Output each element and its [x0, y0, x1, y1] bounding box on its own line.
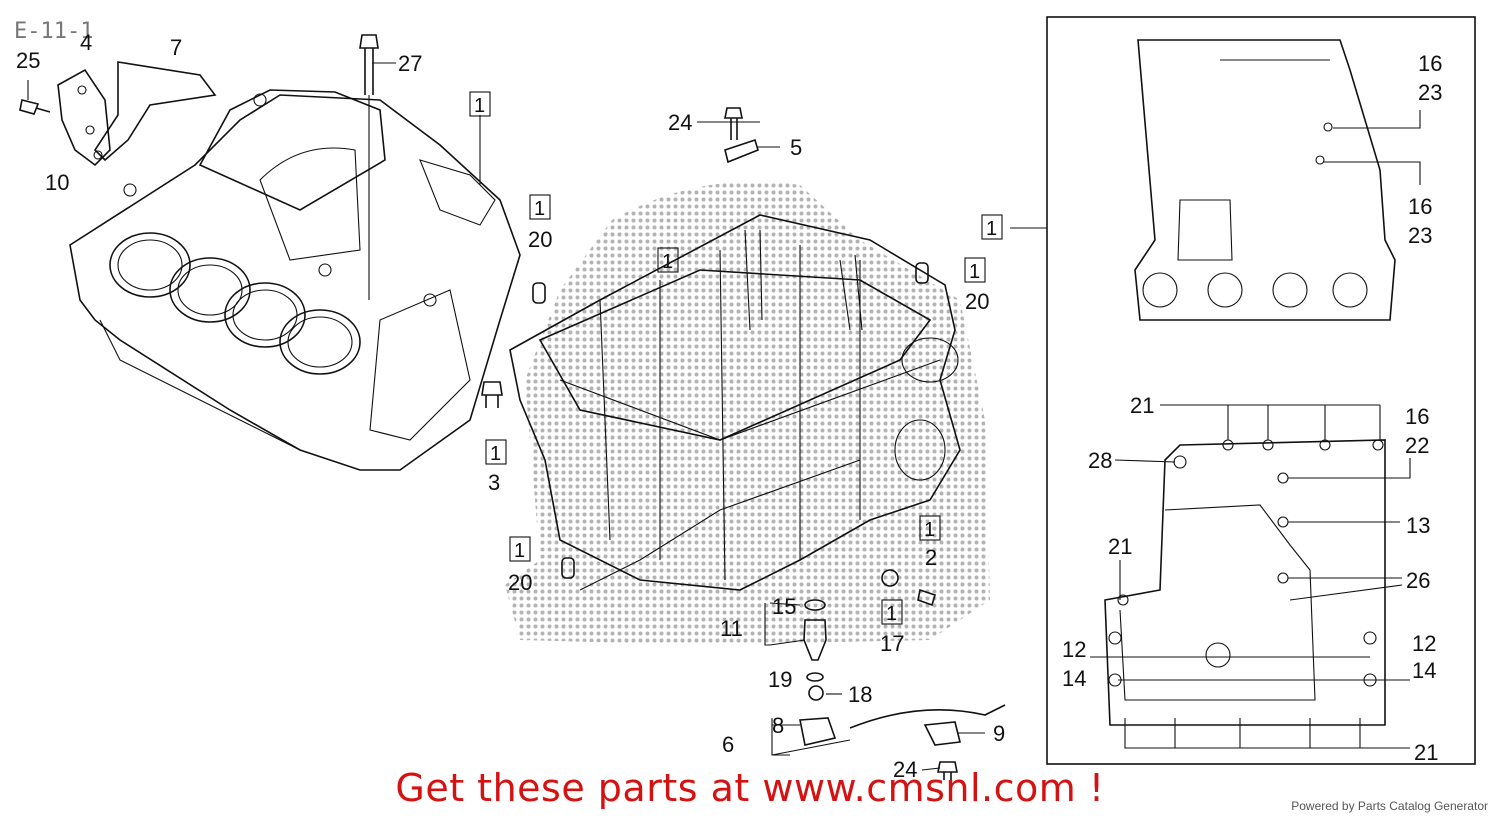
callout-20b: 20 [965, 289, 989, 314]
breather-gasket [93, 61, 217, 162]
dowel-pin-20a [532, 282, 546, 304]
leader-lines [27, 62, 1421, 771]
reference-box-1e: 1 [981, 214, 1003, 240]
callout-12b: 12 [1412, 631, 1436, 656]
ref-label: 1 [924, 519, 935, 541]
crankcase [509, 214, 961, 591]
callout-14a: 14 [1062, 666, 1086, 691]
callout-21a: 21 [1130, 393, 1154, 418]
callout-9: 9 [993, 721, 1005, 746]
callout-22: 22 [1405, 433, 1429, 458]
callout-6: 6 [722, 732, 734, 757]
washer-15 [804, 599, 826, 611]
plate-5 [724, 138, 759, 164]
callout-12a: 12 [1062, 637, 1086, 662]
stud-24 [724, 107, 743, 140]
ref-label: 1 [662, 251, 673, 273]
callout-7: 7 [170, 35, 182, 60]
engine-bracket [57, 68, 111, 167]
cable-6 [849, 704, 1006, 729]
callout-15: 15 [772, 594, 796, 619]
long-bolt [359, 34, 379, 300]
reference-panel [1046, 16, 1476, 765]
callout-16a: 16 [1418, 51, 1442, 76]
clamp-9 [923, 721, 961, 746]
callout-8: 8 [772, 713, 784, 738]
powered-by-note: Powered by Parts Catalog Generator [1291, 799, 1488, 813]
callout-26: 26 [1406, 568, 1430, 593]
upper-case-view [1134, 39, 1396, 321]
callout-16c: 16 [1405, 404, 1429, 429]
diagram-title: E-11-1 [14, 19, 93, 44]
reference-box-1b: 1 [529, 194, 551, 220]
callout-13: 13 [1406, 513, 1430, 538]
callout-19: 19 [768, 667, 792, 692]
callout-20c: 20 [508, 570, 532, 595]
callout-10: 10 [45, 170, 69, 195]
nut-18 [808, 685, 824, 701]
callout-24a: 24 [668, 110, 692, 135]
callout-24b: 24 [893, 757, 917, 782]
callout-2: 2 [925, 545, 937, 570]
callout-27: 27 [398, 51, 422, 76]
reference-box-1a: 1 [469, 91, 491, 117]
ref-label: 1 [474, 95, 485, 117]
callout-25: 25 [16, 48, 40, 73]
plug-3 [481, 381, 503, 408]
reference-box-1h: 1 [919, 515, 941, 541]
callout-3: 3 [488, 470, 500, 495]
reference-box-1d: 1 [964, 257, 986, 283]
callout-14b: 14 [1412, 658, 1436, 683]
callout-28: 28 [1088, 448, 1112, 473]
callout-4: 4 [80, 30, 92, 55]
halftone-background [505, 181, 990, 645]
lower-case-view [1104, 439, 1386, 726]
reference-box-1c: 1 [657, 247, 679, 273]
sensor-8 [799, 717, 837, 746]
ref-label: 1 [514, 540, 525, 562]
callout-5: 5 [790, 135, 802, 160]
ref-label: 1 [490, 443, 501, 465]
cylinder-block [69, 89, 521, 471]
ref-label: 1 [969, 261, 980, 283]
callout-18: 18 [848, 682, 872, 707]
callout-23b: 23 [1408, 223, 1432, 248]
reference-box-1g: 1 [509, 536, 531, 562]
ref-label: 1 [986, 218, 997, 240]
callout-16b: 16 [1408, 194, 1432, 219]
callouts: 25 4 7 10 27 24 5 20 20 20 3 2 17 15 11 … [16, 30, 1442, 782]
callout-21c: 21 [1414, 740, 1438, 765]
bolt-2 [917, 588, 936, 607]
callout-17: 17 [880, 631, 904, 656]
ref-label: 1 [886, 603, 897, 625]
cta-link[interactable]: Get these parts at www.cmsnl.com ! [395, 766, 1105, 810]
bolt-25 [19, 99, 51, 115]
callout-23a: 23 [1418, 80, 1442, 105]
oring-17 [881, 569, 899, 587]
dowel-pin-20c [561, 557, 575, 579]
washer-19 [806, 672, 824, 682]
ref-label: 1 [534, 198, 545, 220]
callout-20a: 20 [528, 227, 552, 252]
reference-box-1f: 1 [485, 439, 507, 465]
callout-21b: 21 [1108, 534, 1132, 559]
dowel-pin-20b [915, 262, 929, 284]
reference-box-1i: 1 [881, 599, 903, 625]
callout-11: 11 [720, 616, 743, 641]
